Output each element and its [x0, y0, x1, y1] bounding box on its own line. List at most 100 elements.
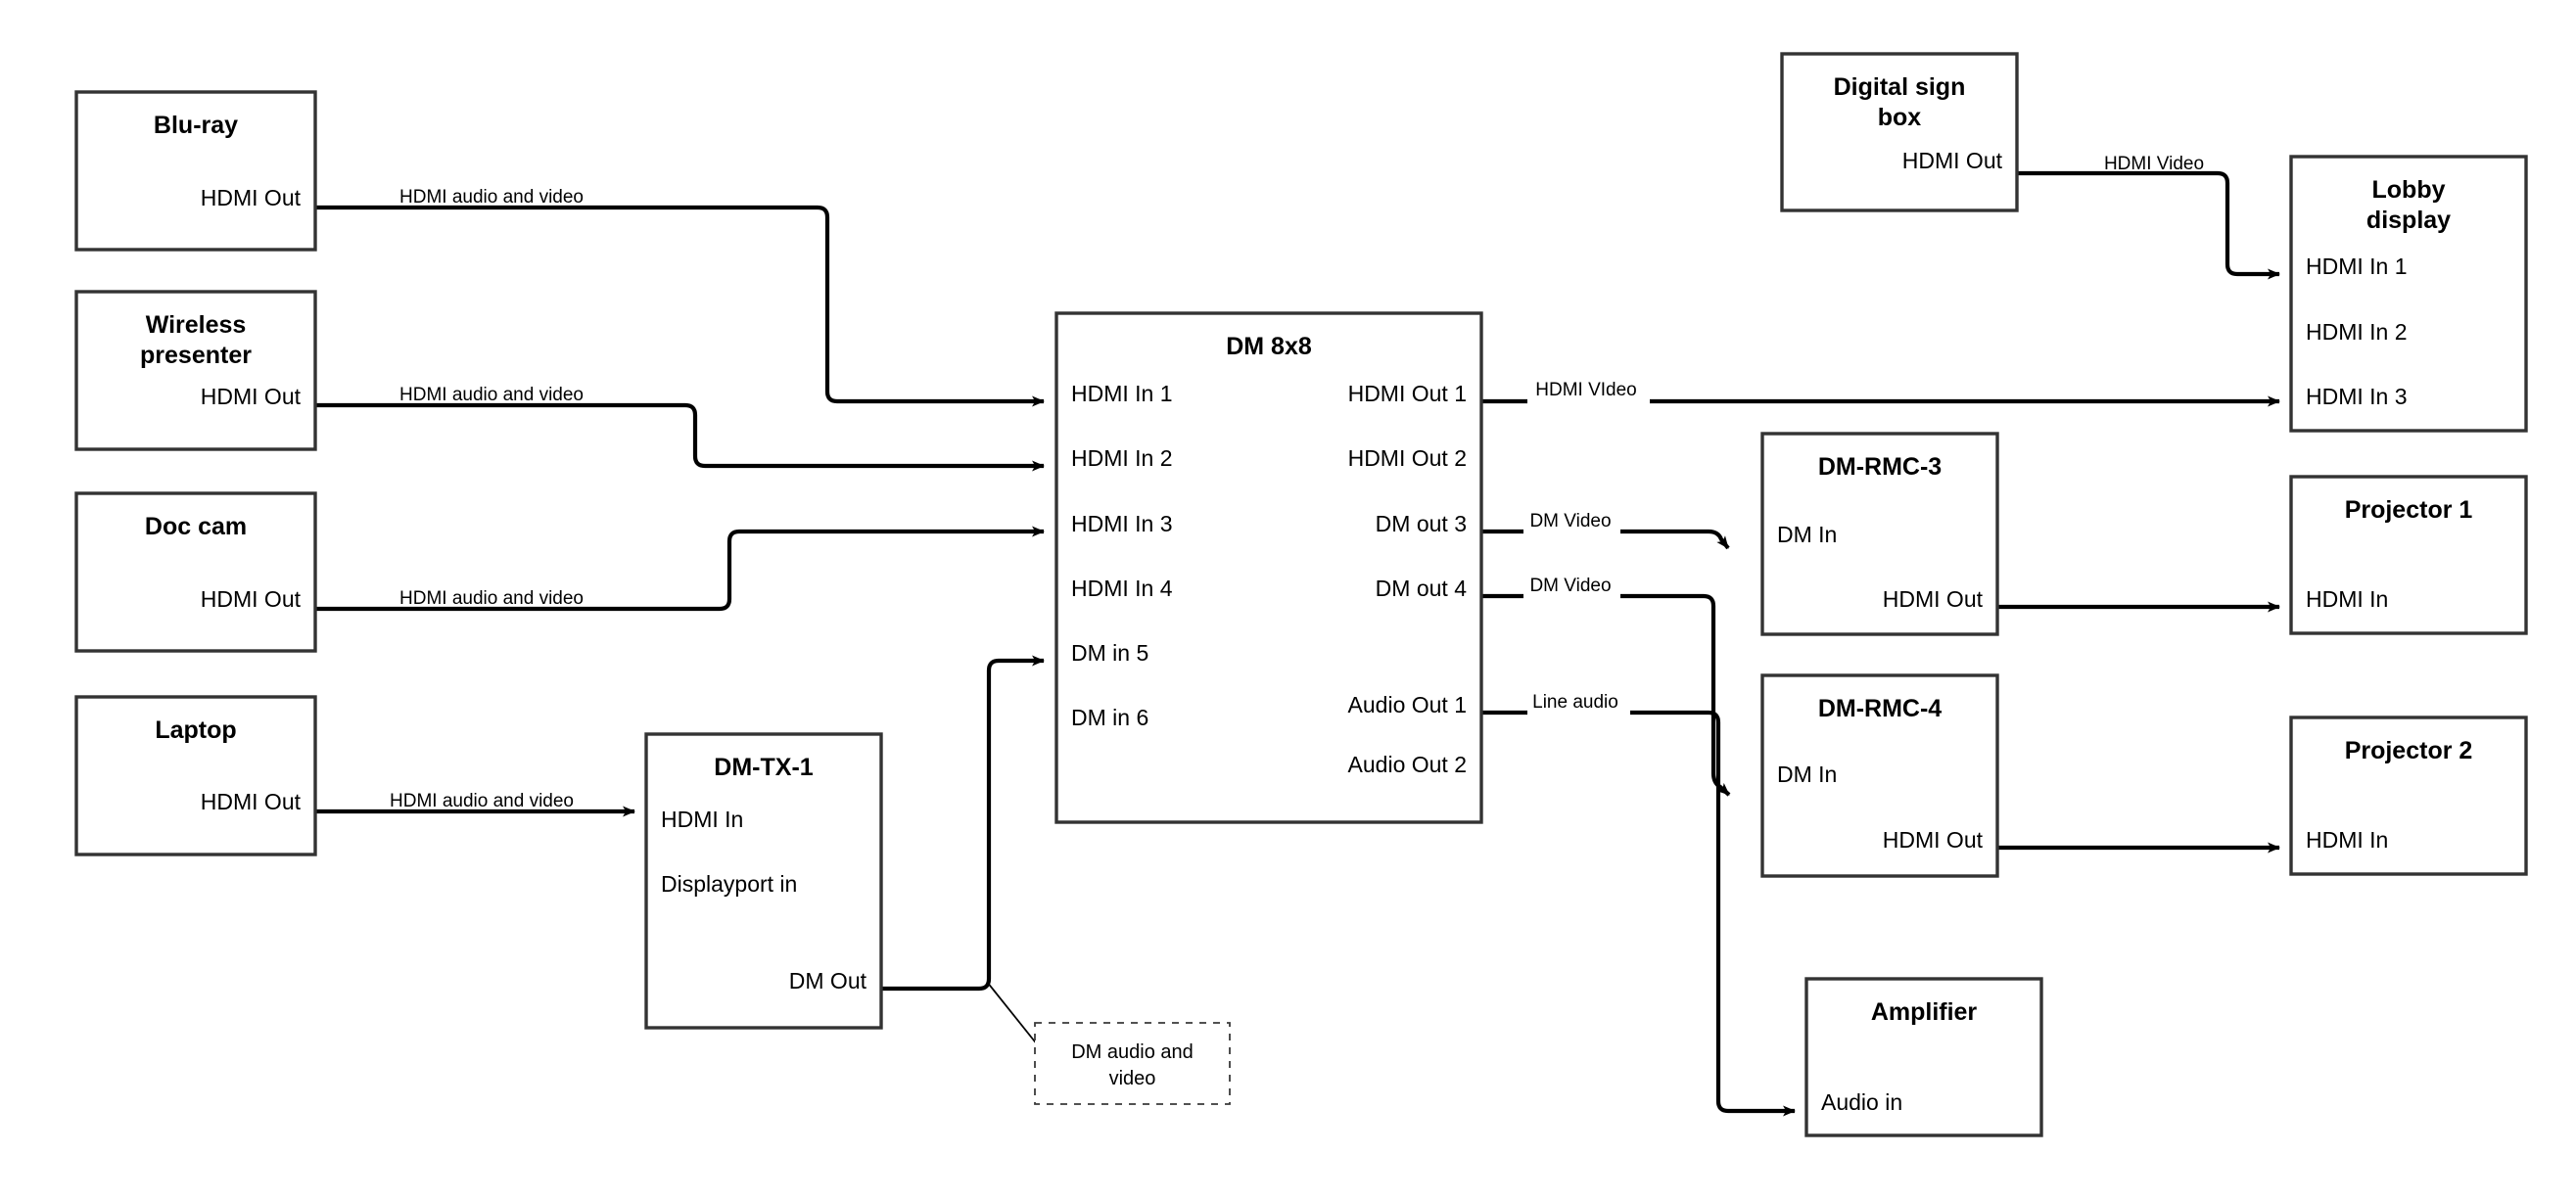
port-label: HDMI In 3	[1071, 511, 1173, 536]
port-label: Audio in	[1821, 1089, 1902, 1115]
connection-label: HDMI audio and video	[399, 588, 584, 609]
connection-e-hdmiout1: HDMI VIdeo	[1481, 380, 2279, 401]
port-label: HDMI In 3	[2306, 384, 2408, 409]
device-box-outline	[74, 491, 317, 653]
connection-line	[1481, 529, 1728, 548]
port-label: DM in 6	[1071, 705, 1148, 730]
device-box-outline	[2289, 716, 2528, 876]
connection-label: HDMI audio and video	[399, 187, 584, 208]
connection-e-wireless: HDMI audio and video	[315, 385, 1045, 472]
connection-e-dmtx1	[881, 655, 1045, 992]
device-box-outline	[1760, 432, 1999, 636]
annotation-leader-line	[986, 981, 1039, 1046]
port-label: Displayport in	[661, 871, 797, 897]
port-label: DM In	[1777, 522, 1837, 547]
connection-e-dmout3: DM Video	[1481, 511, 1728, 548]
port-label: HDMI In 2	[1071, 445, 1173, 471]
connection-label: HDMI audio and video	[390, 791, 574, 811]
device-title: Doc cam	[145, 513, 247, 540]
port-label: DM out 4	[1376, 576, 1468, 601]
connection-line	[315, 402, 1045, 472]
connection-line	[315, 205, 1045, 407]
device-title: Projector 1	[2345, 496, 2473, 524]
device-title: DM 8x8	[1226, 333, 1312, 360]
port-label: HDMI Out	[201, 384, 302, 409]
port-label: DM In	[1777, 762, 1837, 787]
device-box-rmc4[interactable]: DM-RMC-4 DM In HDMI Out	[1760, 673, 1999, 878]
connection-line	[2017, 170, 2280, 280]
port-label: Audio Out 1	[1348, 692, 1467, 717]
connection-e-doccam: HDMI audio and video	[315, 526, 1045, 612]
device-box-outline	[2289, 475, 2528, 635]
port-label: HDMI Out	[201, 586, 302, 612]
port-label: Audio Out 2	[1348, 752, 1467, 777]
connection-label: Line audio	[1532, 692, 1618, 713]
connection-e-audio1: Line audio	[1481, 692, 1795, 1111]
device-box-outline	[644, 732, 883, 1030]
device-title: DM-RMC-3	[1818, 453, 1942, 481]
device-box-rmc3[interactable]: DM-RMC-3 DM In HDMI Out	[1760, 432, 1999, 636]
port-label: HDMI In 2	[2306, 319, 2408, 345]
connection-e-laptop: HDMI audio and video	[315, 791, 635, 817]
port-label: DM Out	[789, 968, 867, 993]
port-label: HDMI In	[661, 807, 743, 832]
port-label: HDMI Out	[1883, 586, 1984, 612]
port-label: HDMI In 4	[1071, 576, 1173, 601]
port-label: HDMI Out	[1902, 148, 2003, 173]
port-label: HDMI Out 2	[1348, 445, 1467, 471]
port-label: HDMI In	[2306, 586, 2388, 612]
connection-e-sign: HDMI Video	[2017, 154, 2280, 280]
device-box-outline	[1804, 977, 2043, 1137]
device-box-outline	[74, 90, 317, 252]
connection-label: HDMI Video	[2104, 154, 2204, 174]
connection-line	[1481, 710, 1795, 1111]
connection-label: DM Video	[1529, 511, 1611, 531]
port-label: HDMI Out 1	[1348, 381, 1467, 406]
device-title: Blu-ray	[154, 112, 238, 139]
annotation-outline	[1034, 1022, 1231, 1105]
device-box-outline	[2289, 155, 2528, 433]
device-title: Amplifier	[1871, 998, 1978, 1026]
device-box-projector1[interactable]: Projector 1 HDMI In	[2289, 475, 2528, 635]
port-label: HDMI Out	[201, 185, 302, 210]
connection-label: HDMI VIdeo	[1535, 380, 1636, 400]
device-title: DM-RMC-4	[1818, 695, 1942, 722]
port-label: HDMI Out	[1883, 827, 1984, 853]
connection-label: HDMI audio and video	[399, 385, 584, 405]
device-title: Laptop	[155, 716, 236, 744]
device-box-outline	[1760, 673, 1999, 878]
port-label: HDMI In	[2306, 827, 2388, 853]
port-label: HDMI Out	[201, 789, 302, 814]
device-box-outline	[74, 695, 317, 856]
connection-e-bluray: HDMI audio and video	[315, 187, 1045, 407]
device-box-outline	[74, 290, 317, 451]
device-title: DM-TX-1	[714, 754, 813, 781]
connection-label: DM Video	[1529, 576, 1611, 596]
port-label: HDMI In 1	[2306, 254, 2408, 279]
device-box-outline	[1054, 311, 1483, 824]
port-label: DM out 3	[1376, 511, 1467, 536]
port-label: HDMI In 1	[1071, 381, 1173, 406]
device-box-outline	[1780, 52, 2019, 212]
connection-line	[315, 526, 1045, 612]
port-label: DM in 5	[1071, 640, 1148, 666]
